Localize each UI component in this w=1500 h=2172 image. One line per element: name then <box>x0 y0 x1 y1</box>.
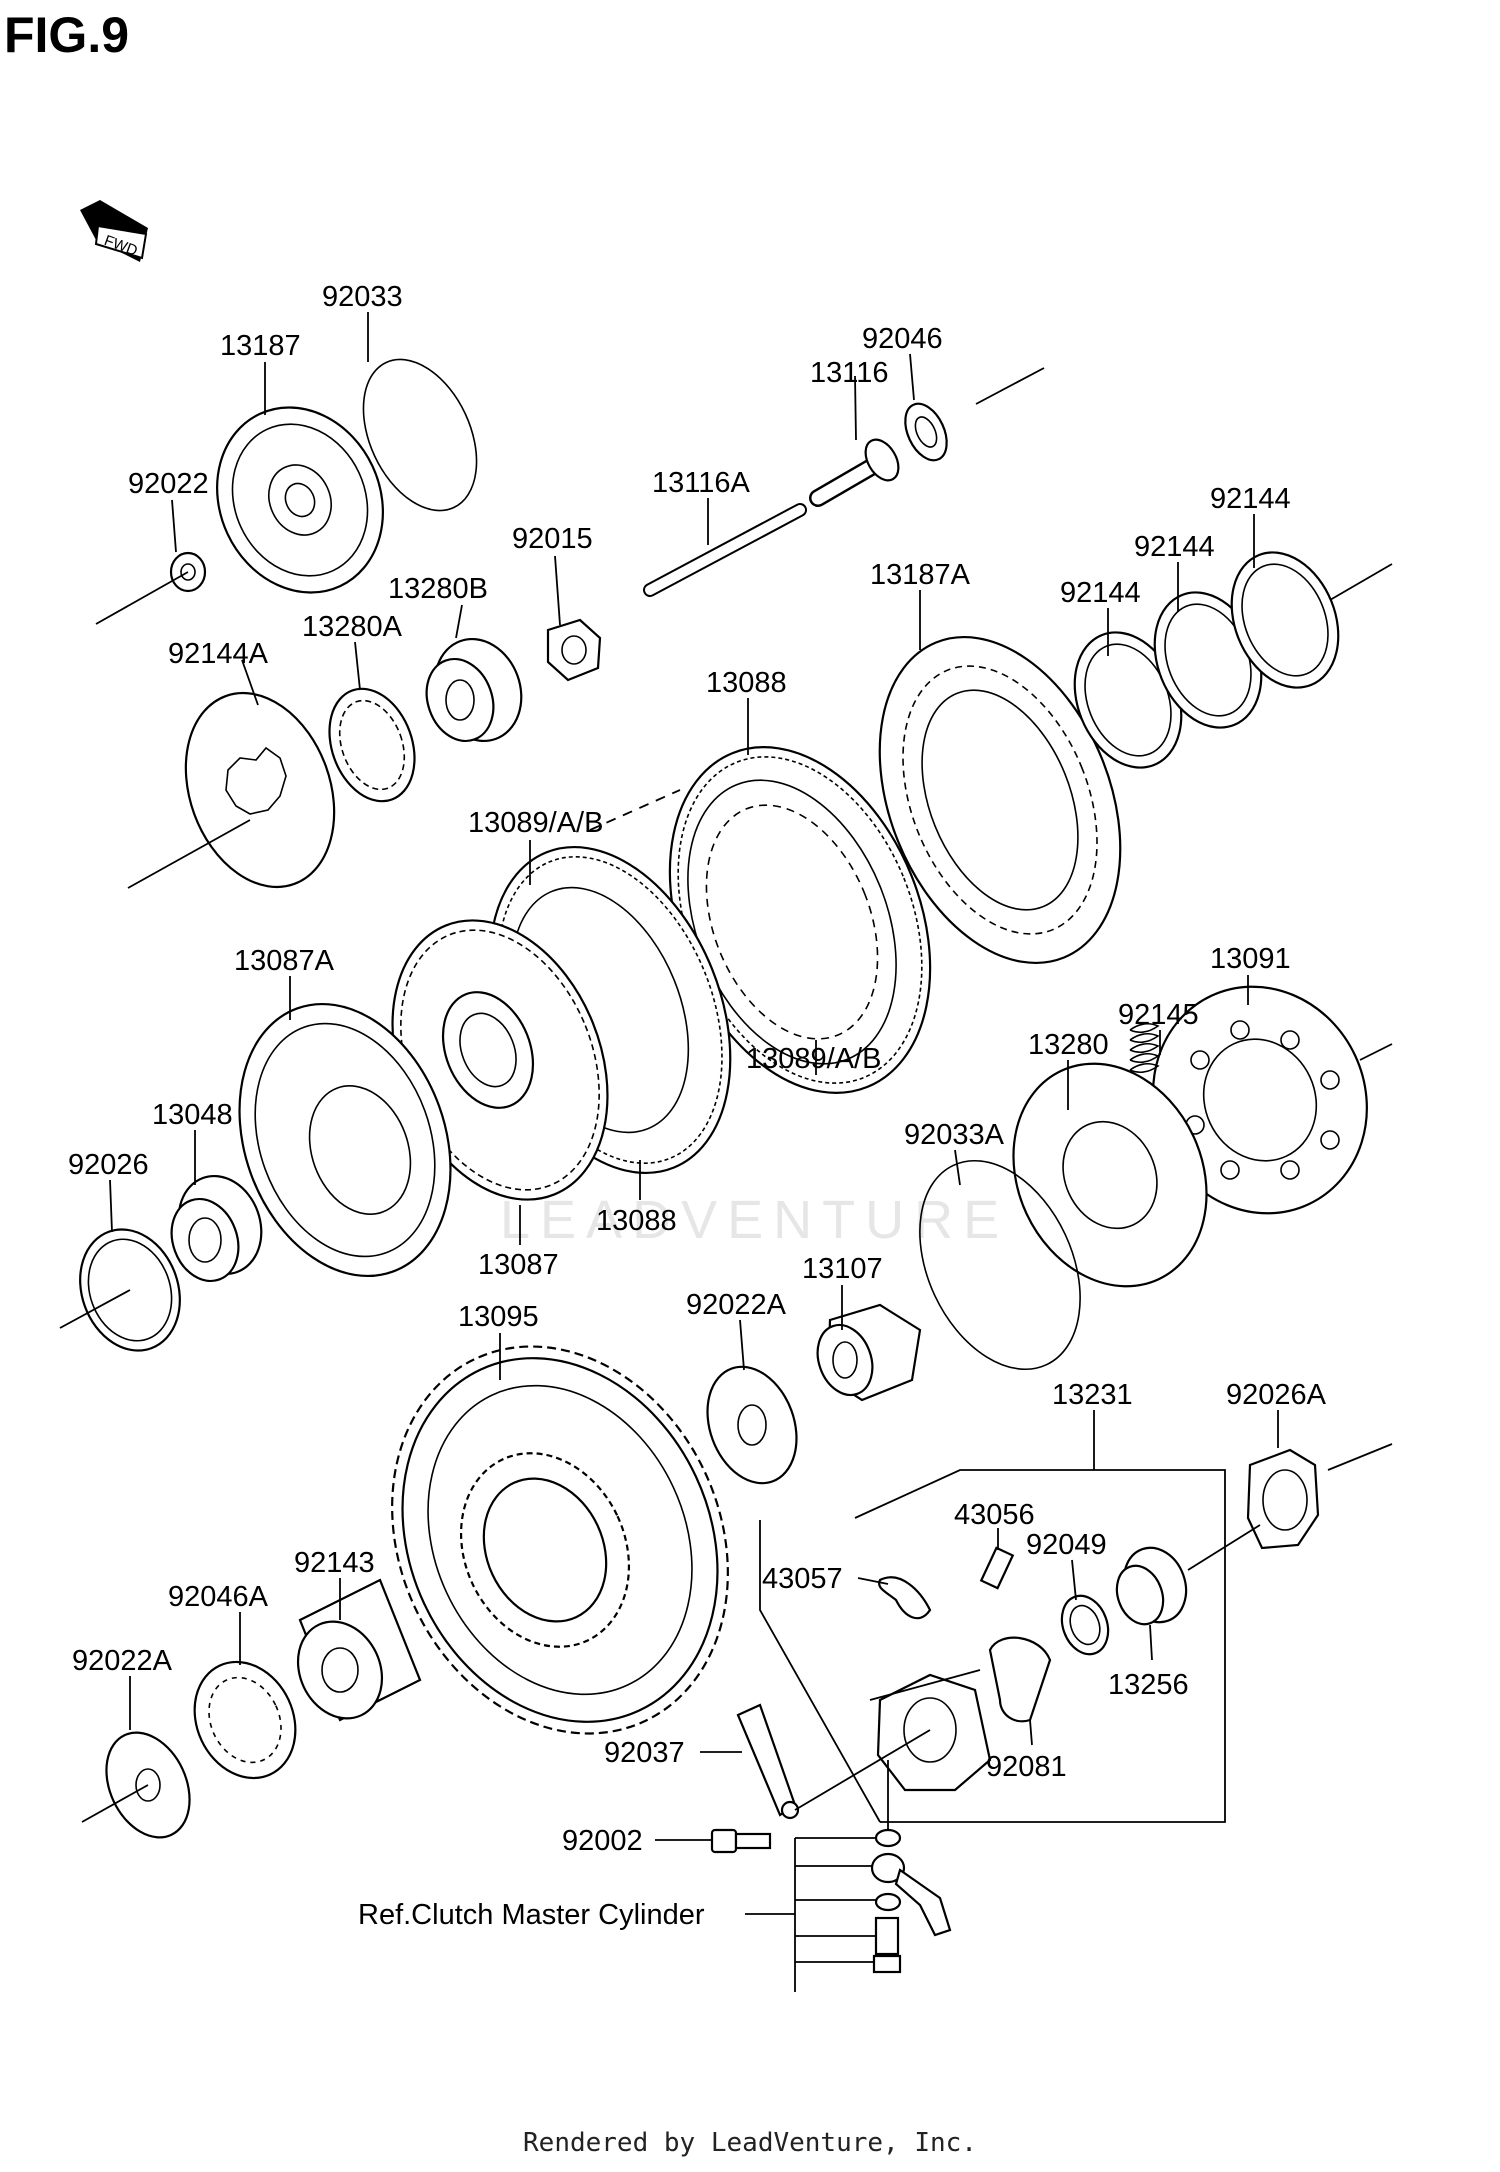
part-92033A-snap-ring[interactable] <box>888 1135 1111 1395</box>
label-13088-bottom: 13088 <box>596 1205 677 1237</box>
label-92015: 92015 <box>512 523 593 555</box>
part-92143-spacer[interactable] <box>283 1578 422 1732</box>
label-92022: 92022 <box>128 468 209 500</box>
figure-title: FIG.9 <box>4 7 130 63</box>
part-92002-bolt[interactable] <box>710 1828 772 1854</box>
leader-lines <box>109 312 1279 1992</box>
label-13187A: 13187A <box>870 559 971 591</box>
part-13087A-housing-cover[interactable] <box>203 974 487 1306</box>
label-13280B: 13280B <box>388 573 488 605</box>
label-13089-bottom: 13089/A/B <box>746 1043 881 1075</box>
label-13116: 13116 <box>810 357 889 389</box>
label-92002: 92002 <box>562 1825 643 1857</box>
label-13187: 13187 <box>220 330 301 362</box>
label-13095: 13095 <box>458 1301 539 1333</box>
part-92049-oil-seal[interactable] <box>1054 1589 1116 1660</box>
label-92026: 92026 <box>68 1149 149 1181</box>
part-92015-nut[interactable] <box>546 618 602 682</box>
part-13280-lifter-plate[interactable] <box>978 1032 1242 1318</box>
part-92026A-gasket[interactable] <box>1246 1448 1320 1550</box>
part-92145-spring[interactable] <box>1129 1022 1160 1074</box>
label-92144-b: 92144 <box>1134 531 1215 563</box>
label-13089-top: 13089/A/B <box>468 807 603 839</box>
part-13091-spring-plate[interactable] <box>1116 951 1404 1248</box>
label-92037: 92037 <box>604 1737 685 1769</box>
label-92046: 92046 <box>862 323 943 355</box>
part-92037-pin[interactable] <box>736 1703 800 1820</box>
part-92046A-needle-bearing[interactable] <box>176 1645 314 1794</box>
label-92145: 92145 <box>1118 999 1199 1031</box>
part-43056-bleeder[interactable] <box>979 1546 1015 1590</box>
part-43057-cap[interactable] <box>878 1576 932 1620</box>
label-92026A: 92026A <box>1226 1379 1327 1411</box>
part-13256-seal-cap[interactable] <box>1109 1539 1196 1631</box>
part-13280B-hub[interactable] <box>416 627 536 753</box>
part-92144A-plate[interactable] <box>160 672 360 908</box>
label-92081: 92081 <box>986 1751 1067 1783</box>
part-13095-clutch-housing-gear[interactable] <box>330 1291 789 1789</box>
label-13231: 13231 <box>1052 1379 1133 1411</box>
label-92143: 92143 <box>294 1547 375 1579</box>
footer-credit: Rendered by LeadVenture, Inc. <box>523 2128 977 2158</box>
label-13087: 13087 <box>478 1249 559 1281</box>
label-13280A: 13280A <box>302 611 403 643</box>
label-92144-a: 92144 <box>1060 577 1141 609</box>
label-43057: 43057 <box>762 1563 843 1595</box>
part-13048-guide[interactable] <box>161 1164 275 1290</box>
part-banjo-fitting[interactable] <box>870 1828 952 1974</box>
label-13256: 13256 <box>1108 1669 1189 1701</box>
part-92081-boot[interactable] <box>988 1636 1052 1723</box>
part-92144-shim-3[interactable] <box>1212 536 1357 703</box>
label-92144-c: 92144 <box>1210 483 1291 515</box>
label-ref-clutch-master-cylinder: Ref.Clutch Master Cylinder <box>358 1899 705 1931</box>
part-13280A-ring[interactable] <box>315 677 430 813</box>
label-13087A: 13087A <box>234 945 335 977</box>
label-92049: 92049 <box>1026 1529 1107 1561</box>
part-13231-bracket-box <box>759 1469 1226 1823</box>
label-92022A-mid: 92022A <box>686 1289 787 1321</box>
watermark: LEADVENTURE <box>500 1190 1009 1250</box>
part-92046-bearing[interactable] <box>897 397 955 467</box>
label-92046A: 92046A <box>168 1581 269 1613</box>
fwd-arrow-icon: FWD <box>80 200 148 262</box>
label-13107: 13107 <box>802 1253 883 1285</box>
label-92144A: 92144A <box>168 638 269 670</box>
label-92033: 92033 <box>322 281 403 313</box>
callout-labels: 92033 13187 92022 92144A 13280A 13280B 9… <box>68 281 1327 1931</box>
part-92022A-washer-mid[interactable] <box>692 1354 812 1495</box>
label-13048: 13048 <box>152 1099 233 1131</box>
label-13088-top: 13088 <box>706 667 787 699</box>
label-43056: 43056 <box>954 1499 1035 1531</box>
part-13116-pushrod[interactable] <box>809 434 905 507</box>
part-92033-snap-ring[interactable] <box>341 341 499 528</box>
label-13280: 13280 <box>1028 1029 1109 1061</box>
label-13091: 13091 <box>1210 943 1291 975</box>
part-13116A-rod[interactable] <box>643 503 807 597</box>
part-13187A-friction-plate[interactable] <box>834 601 1165 999</box>
label-13116A: 13116A <box>652 467 750 499</box>
label-92033A: 92033A <box>904 1119 1005 1151</box>
part-slave-cylinder-body[interactable] <box>876 1673 992 1792</box>
part-13107-collar[interactable] <box>808 1303 922 1403</box>
part-13187-pressure-plate[interactable] <box>187 380 412 620</box>
label-92022A-low: 92022A <box>72 1645 173 1677</box>
